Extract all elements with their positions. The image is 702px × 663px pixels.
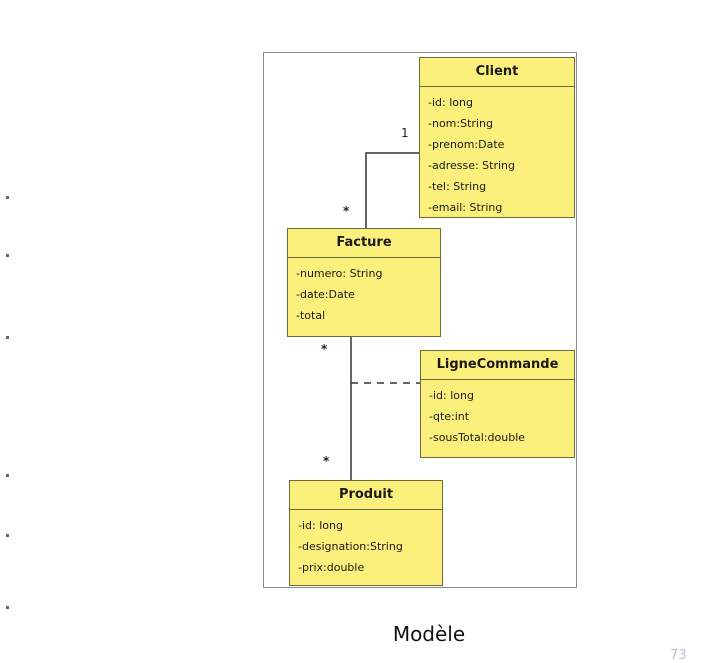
- class-attribute: -date:Date: [296, 288, 355, 301]
- edge-marker: [6, 474, 9, 477]
- class-client-name: Client: [420, 58, 574, 87]
- class-lignecommande-name: LigneCommande: [421, 351, 574, 380]
- class-attribute: -total: [296, 309, 326, 322]
- multiplicity-facture-top: *: [343, 204, 350, 218]
- class-attribute: -id: long: [428, 96, 473, 109]
- class-produit-attributes: -id: long -designation:String -prix:doub…: [290, 510, 442, 578]
- class-attribute: -id: long: [429, 389, 474, 402]
- class-produit-name: Produit: [290, 481, 442, 510]
- edge-marker: [6, 606, 9, 609]
- edge-marker: [6, 336, 9, 339]
- class-attribute: -qte:int: [429, 410, 470, 423]
- multiplicity-client: 1: [401, 126, 409, 140]
- edge-marker: [6, 196, 9, 199]
- class-attribute: -prix:double: [298, 561, 365, 574]
- class-lignecommande: LigneCommande -id: long -qte:int -sousTo…: [420, 350, 575, 458]
- class-attribute: -designation:String: [298, 540, 403, 553]
- class-attribute: -numero: String: [296, 267, 383, 280]
- class-facture-name: Facture: [288, 229, 440, 258]
- page-number: 73: [670, 648, 687, 663]
- class-attribute: -nom:String: [428, 117, 493, 130]
- class-facture: Facture -numero: String -date:Date -tota…: [287, 228, 441, 337]
- class-attribute: -email: String: [428, 201, 503, 214]
- class-produit: Produit -id: long -designation:String -p…: [289, 480, 443, 586]
- class-attribute: -prenom:Date: [428, 138, 505, 151]
- association-client-facture: [365, 152, 419, 228]
- multiplicity-produit: *: [323, 454, 330, 468]
- class-attribute: -tel: String: [428, 180, 487, 193]
- diagram-caption: Modèle: [392, 622, 466, 646]
- class-lignecommande-attributes: -id: long -qte:int -sousTotal:double: [421, 380, 574, 448]
- class-attribute: -id: long: [298, 519, 343, 532]
- class-attribute: -adresse: String: [428, 159, 516, 172]
- class-client: Client -id: long -nom:String -prenom:Dat…: [419, 57, 575, 218]
- multiplicity-facture-bottom: *: [321, 342, 328, 356]
- edge-marker: [6, 254, 9, 257]
- edge-marker: [6, 534, 9, 537]
- class-facture-attributes: -numero: String -date:Date -total: [288, 258, 440, 326]
- class-attribute: -sousTotal:double: [429, 431, 526, 444]
- class-client-attributes: -id: long -nom:String -prenom:Date -adre…: [420, 87, 574, 218]
